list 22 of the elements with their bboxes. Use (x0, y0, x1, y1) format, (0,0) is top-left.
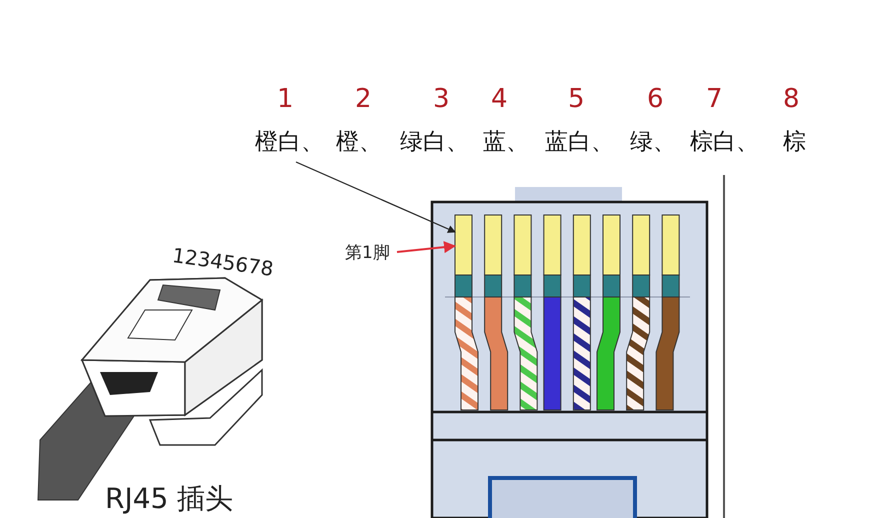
pin-number: 4 (491, 86, 508, 112)
pin-number: 7 (706, 86, 723, 112)
wire-color-label: 蓝白、 (545, 131, 614, 154)
pin-number: 6 (647, 86, 664, 112)
pin-number: 3 (433, 86, 450, 112)
wire-color-label: 棕 (783, 131, 806, 154)
pin-numbers: 12345678 (171, 245, 275, 279)
wire-color-label: 橙白、 (255, 131, 324, 154)
pin-number: 1 (277, 86, 294, 112)
pin-number: 8 (783, 86, 800, 112)
pin-number: 2 (355, 86, 372, 112)
wire-color-label: 橙、 (336, 131, 382, 154)
pin-label: 第1脚 (345, 245, 390, 262)
leader-line (296, 161, 456, 233)
wire-color-label: 蓝、 (483, 131, 529, 154)
wire-color-label: 绿白、 (400, 131, 469, 154)
pin-number: 5 (568, 86, 585, 112)
leader-line (396, 241, 456, 254)
pin-contact (454, 214, 472, 276)
wire-color-label: 棕白、 (690, 131, 759, 154)
caption: RJ45 插头 (105, 485, 234, 513)
wire-color-label: 绿、 (630, 131, 676, 154)
